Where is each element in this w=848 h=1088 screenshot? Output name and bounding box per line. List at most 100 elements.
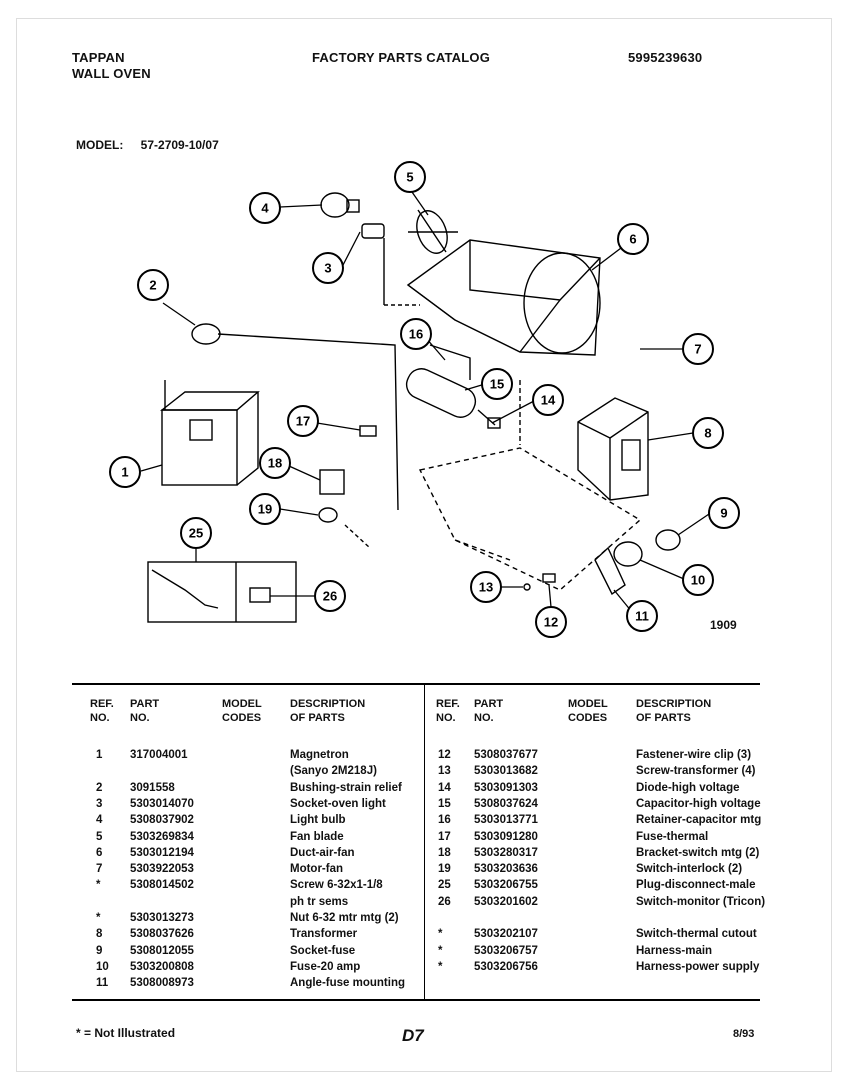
model-line: MODEL: 57-2709-10/07 [76, 138, 233, 152]
col-ref-left: REF.NO. [90, 698, 114, 724]
svg-text:11: 11 [635, 609, 649, 624]
description-cell: Switch-thermal cutout [636, 928, 757, 941]
catalog-title: FACTORY PARTS CATALOG [312, 50, 491, 65]
description-cell: Diode-high voltage [636, 781, 740, 794]
ref-cell: 11 [96, 977, 109, 990]
ref-cell: 12 [438, 749, 451, 761]
callout-12: 12 [535, 606, 567, 638]
fan-blade-drawing [408, 209, 458, 254]
description-cell: Screw 6-32x1-1/8 [290, 879, 383, 892]
ref-cell: 17 [438, 830, 451, 843]
part-no-cell: 5303014070 [130, 797, 194, 810]
description-cell: Fuse-thermal [636, 830, 709, 843]
callout-3: 3 [312, 252, 344, 284]
part-no-cell: 5308037624 [474, 797, 538, 810]
ref-cell: 9 [96, 944, 103, 957]
callout-19: 19 [249, 493, 281, 525]
ref-cell: 15 [438, 797, 451, 810]
screw-drawing [523, 583, 531, 591]
svg-text:8: 8 [704, 426, 711, 441]
part-no-cell: 5303091303 [474, 781, 538, 794]
part-no-cell: 5303922053 [130, 863, 194, 876]
brand-name: TAPPAN [72, 50, 125, 65]
svg-text:13: 13 [479, 580, 493, 595]
leader-lines [140, 191, 713, 613]
description-cell: Switch-interlock (2) [636, 863, 743, 876]
part-no-cell: 317004001 [130, 749, 188, 761]
description-cell: Magnetron [290, 749, 349, 761]
figure-number: 1909 [710, 618, 737, 632]
callout-10: 10 [682, 564, 714, 596]
part-no-cell: 5308037626 [130, 928, 194, 941]
description-cell: Harness-power supply [636, 960, 760, 973]
description-cell: Switch-monitor (Tricon) [636, 895, 766, 908]
clip-drawing [542, 573, 556, 583]
part-no-cell: 3091558 [130, 781, 175, 794]
part-no-cell: 5303013771 [474, 814, 538, 827]
callout-7: 7 [682, 333, 714, 365]
callout-4: 4 [249, 192, 281, 224]
socket-drawing [361, 223, 420, 306]
svg-text:4: 4 [261, 201, 269, 216]
part-no-cell: 5303280317 [474, 846, 538, 859]
ref-cell: 18 [438, 846, 451, 859]
description-cell: Transformer [290, 928, 358, 941]
description-cell: Plug-disconnect-male [636, 879, 756, 892]
description-cell: Fastener-wire clip (3) [636, 749, 752, 761]
light-bulb-drawing [320, 192, 360, 218]
callout-5: 5 [394, 161, 426, 193]
description-cell: Capacitor-high voltage [636, 797, 761, 810]
ref-cell: * [96, 879, 101, 892]
callout-6: 6 [617, 223, 649, 255]
ref-cell: 1 [96, 749, 103, 761]
part-no-cell: 5303203636 [474, 863, 538, 876]
svg-text:12: 12 [544, 615, 558, 630]
svg-text:1: 1 [121, 465, 128, 480]
ref-cell: 2 [96, 781, 103, 794]
part-no-cell: 5303269834 [130, 830, 194, 843]
ref-cell: 7 [96, 863, 103, 876]
ref-cell: 25 [438, 879, 451, 892]
svg-text:17: 17 [296, 414, 310, 429]
description-cell: Screw-transformer (4) [636, 765, 756, 778]
not-illustrated-note: * = Not Illustrated [76, 1026, 176, 1040]
description-cell: Bushing-strain relief [290, 781, 402, 794]
part-no-cell: 5308037677 [474, 749, 538, 761]
ref-cell: * [96, 912, 101, 924]
ref-cell: * [438, 944, 443, 957]
part-no-cell: 5303201602 [474, 895, 538, 908]
magnetron-drawing [159, 380, 260, 486]
callout-9: 9 [708, 497, 740, 529]
svg-text:6: 6 [629, 232, 636, 247]
ref-cell: 14 [438, 781, 451, 794]
part-no-cell: 5303200808 [130, 960, 194, 973]
svg-text:26: 26 [323, 589, 337, 604]
callout-11: 11 [626, 600, 658, 632]
ref-cell: * [438, 928, 443, 941]
callout-26: 26 [314, 580, 346, 612]
description-cell: Light bulb [290, 814, 346, 827]
ref-cell: 4 [96, 814, 103, 827]
description-cell: (Sanyo 2M218J) [290, 765, 377, 778]
inset-parts-box [147, 561, 297, 623]
callout-25: 25 [180, 517, 212, 549]
switch-bracket-drawing [318, 425, 377, 549]
ref-cell: 13 [438, 765, 451, 778]
description-cell: Motor-fan [290, 863, 344, 876]
callout-2: 2 [137, 269, 169, 301]
svg-text:16: 16 [409, 327, 423, 342]
svg-text:7: 7 [694, 342, 701, 357]
ref-cell: 26 [438, 895, 451, 908]
part-no-cell: 5303206757 [474, 944, 538, 957]
callout-17: 17 [287, 405, 319, 437]
callout-13: 13 [470, 571, 502, 603]
part-no-cell: 5303013682 [474, 765, 538, 778]
ref-cell: 5 [96, 830, 103, 843]
svg-text:5: 5 [406, 170, 413, 185]
description-cell: Nut 6-32 mtr mtg (2) [290, 912, 399, 924]
callout-15: 15 [481, 368, 513, 400]
